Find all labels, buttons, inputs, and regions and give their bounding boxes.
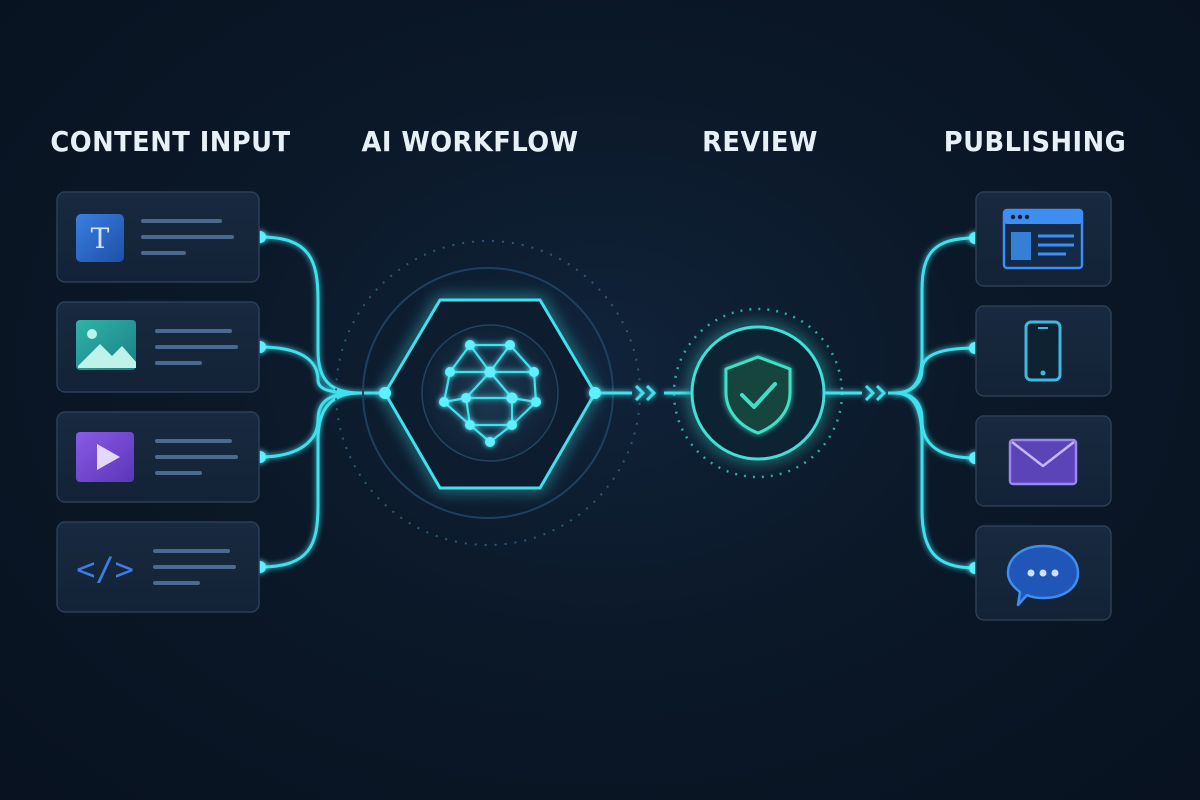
review-to-publish-connector <box>824 384 900 402</box>
stage-heading-publishing: PUBLISHING <box>943 125 1127 158</box>
input-connectors <box>259 235 385 569</box>
text-lines <box>141 219 234 255</box>
connector-email <box>894 391 976 460</box>
chevron-right-icon <box>645 384 657 402</box>
input-card-code[interactable]: </> <box>56 521 260 613</box>
text-lines <box>153 549 236 585</box>
text-lines <box>155 329 238 365</box>
neural-network-nodes <box>439 340 541 447</box>
orbit-ring-dotted <box>335 240 641 546</box>
core-circle <box>421 324 559 462</box>
chevron-right-icon <box>864 384 876 402</box>
stage-heading-review: REVIEW <box>702 125 818 158</box>
chat-bubble-icon <box>1006 544 1080 607</box>
shield-check-icon <box>724 355 792 435</box>
browser-window-icon <box>1002 208 1084 270</box>
stage-heading-content-input: CONTENT INPUT <box>50 125 291 158</box>
ai-workflow-node[interactable] <box>335 240 641 546</box>
input-card-image[interactable] <box>56 301 260 393</box>
output-card-chat[interactable] <box>975 525 1112 621</box>
hex-connector-dot <box>379 387 391 399</box>
connector-video <box>259 391 361 459</box>
connector-web <box>894 236 976 395</box>
output-connectors <box>894 236 976 570</box>
input-connector-dots <box>254 231 266 573</box>
input-card-text[interactable]: T <box>56 191 260 283</box>
image-icon <box>76 320 136 370</box>
stage-heading-ai-workflow: AI WORKFLOW <box>361 125 579 158</box>
connector-code <box>259 391 361 569</box>
connector-image <box>259 345 361 395</box>
video-play-icon <box>76 432 134 482</box>
hex-connector-dot <box>589 387 601 399</box>
code-icon: </> <box>76 550 134 588</box>
review-node[interactable] <box>672 307 844 479</box>
mobile-phone-icon <box>1024 320 1062 382</box>
input-card-video[interactable] <box>56 411 260 503</box>
connector-chat <box>894 391 976 570</box>
connector-mobile <box>894 346 976 395</box>
ai-to-review-connector <box>601 384 692 402</box>
output-card-web[interactable] <box>975 191 1112 287</box>
output-card-email[interactable] <box>975 415 1112 507</box>
text-lines <box>155 439 238 475</box>
text-icon-glyph: T <box>91 222 110 255</box>
chevron-right-icon <box>875 384 887 402</box>
email-envelope-icon <box>1008 438 1078 486</box>
output-card-mobile[interactable] <box>975 305 1112 397</box>
chevron-right-icon <box>634 384 646 402</box>
connector-text <box>259 235 385 395</box>
neural-network-icon <box>442 343 538 443</box>
text-icon <box>76 214 124 262</box>
